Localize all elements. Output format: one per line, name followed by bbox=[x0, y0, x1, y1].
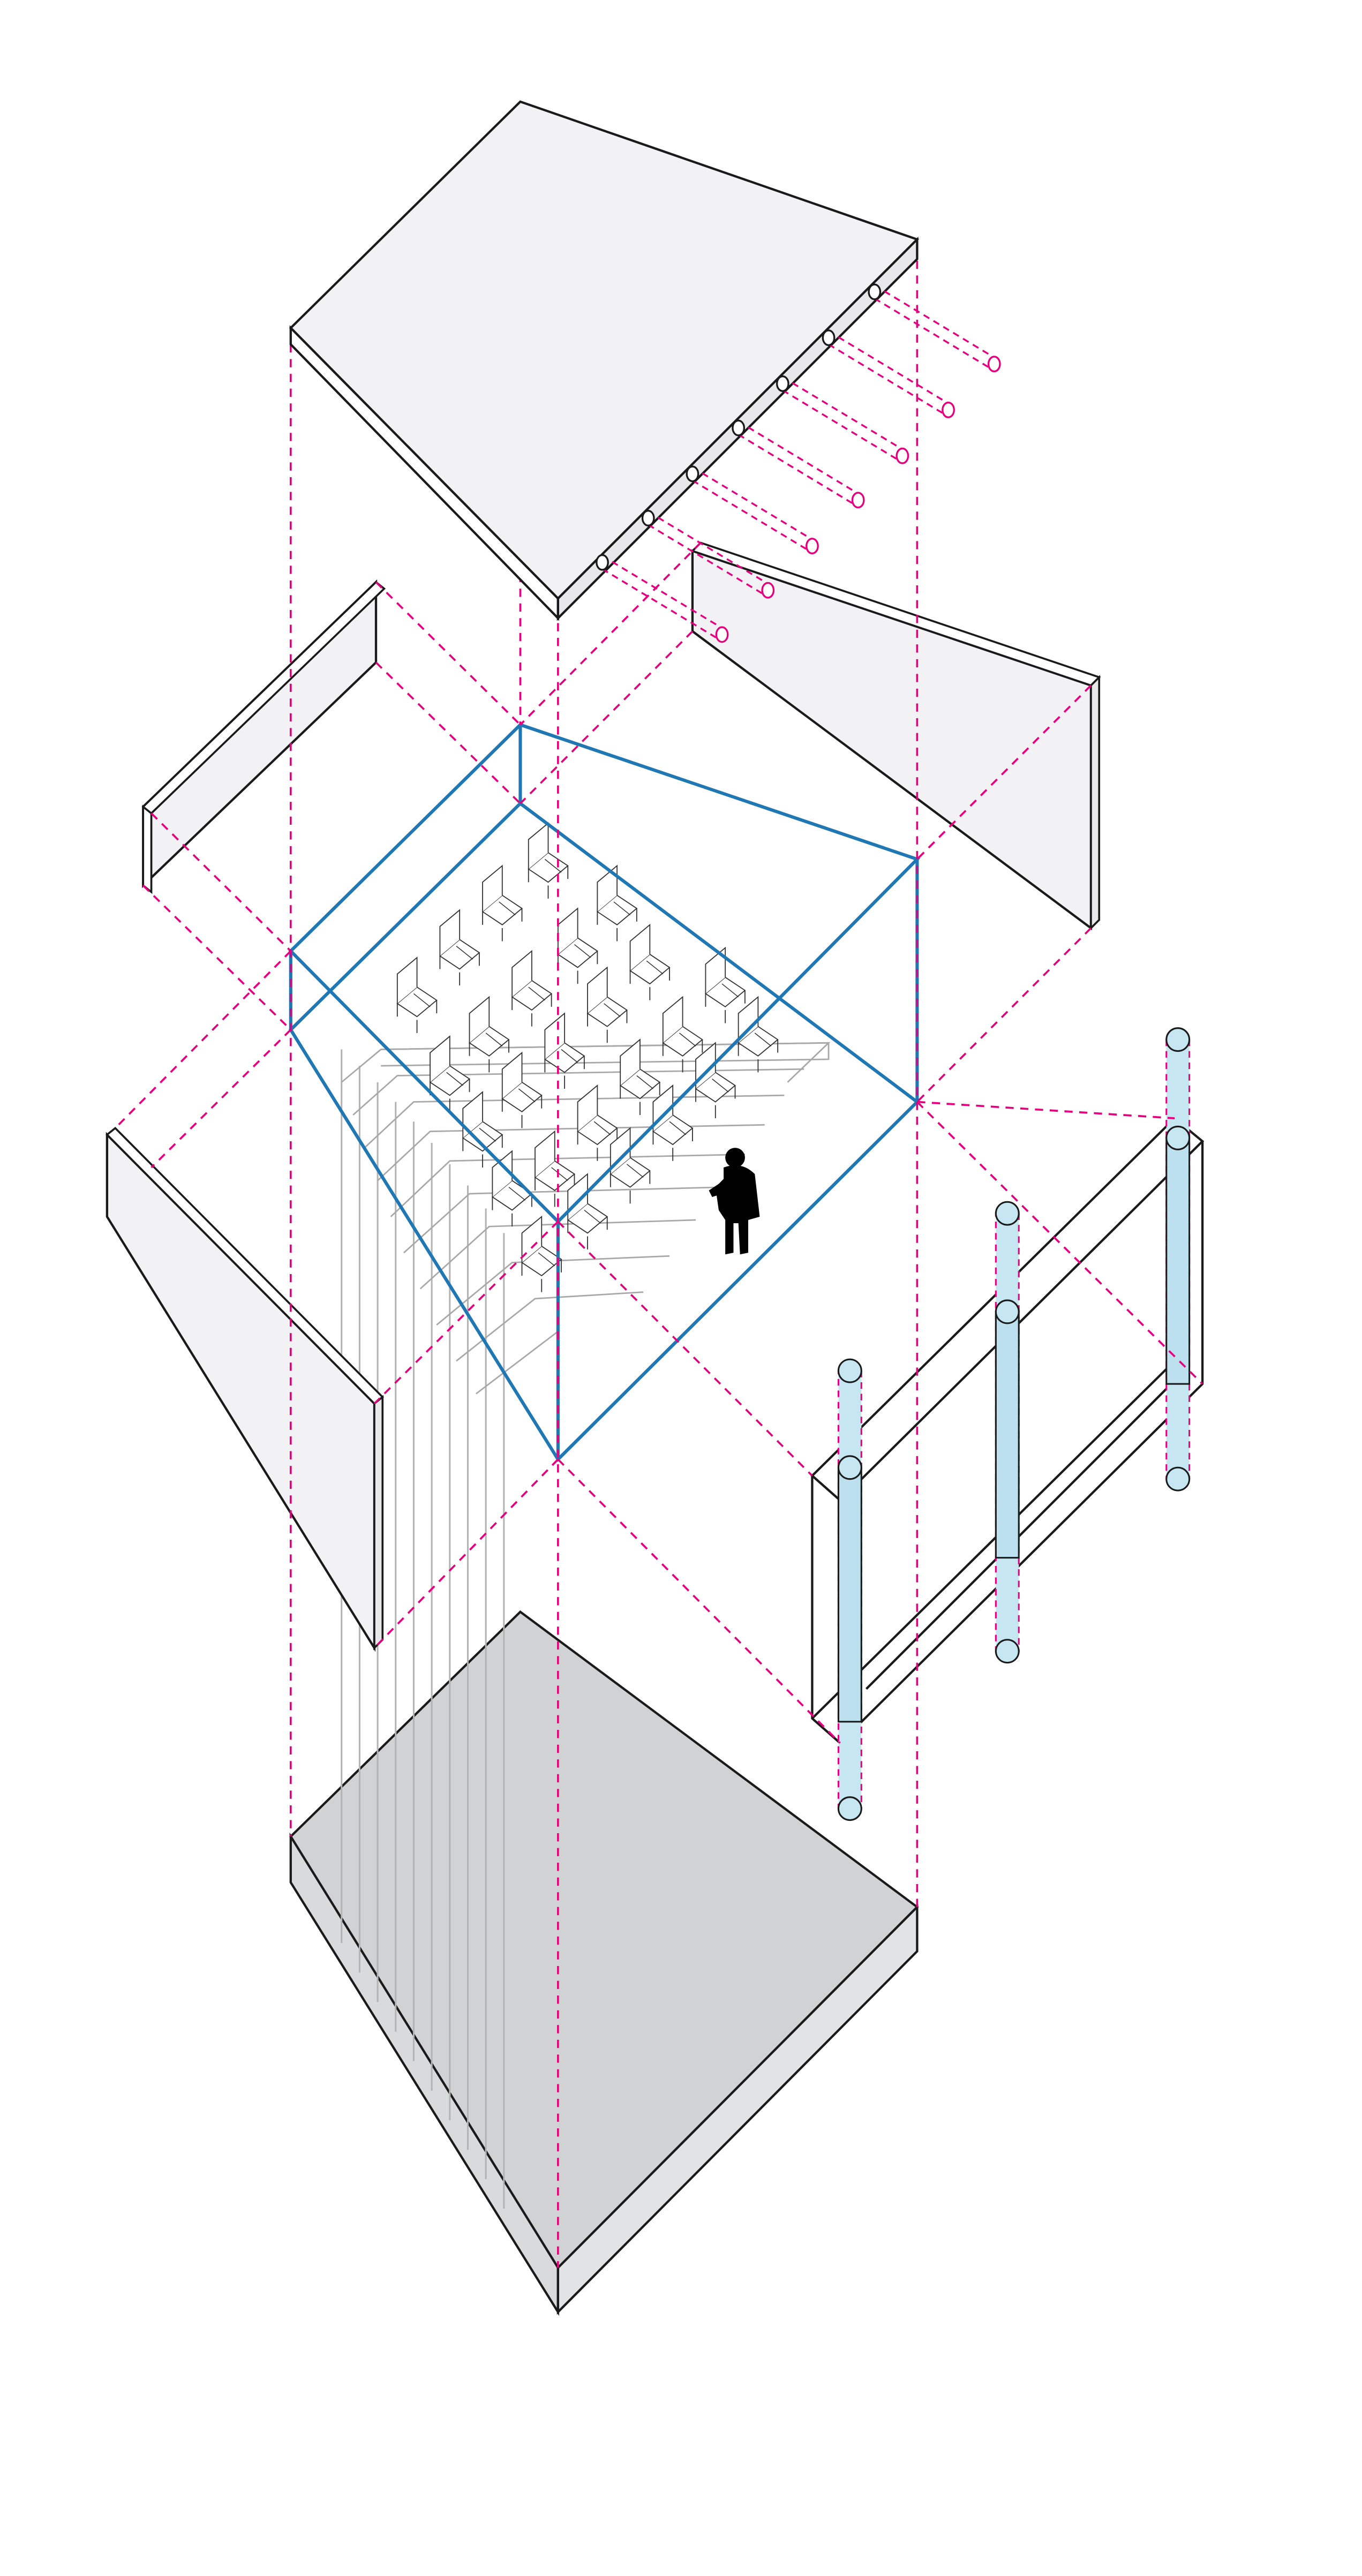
roof-beams bbox=[596, 283, 1001, 643]
roof-beam-5 bbox=[686, 465, 819, 555]
column-3 bbox=[1165, 1027, 1191, 1492]
louvers bbox=[341, 1049, 505, 2209]
roof-beam-4 bbox=[732, 419, 865, 509]
standing-figure bbox=[709, 1148, 760, 1255]
roof-beam-3 bbox=[776, 375, 909, 464]
right-upper-wall bbox=[690, 541, 1101, 931]
column-2 bbox=[995, 1201, 1020, 1664]
column-1 bbox=[837, 1358, 862, 1821]
roof-beam-6 bbox=[641, 510, 775, 599]
left-upper-wall bbox=[141, 579, 386, 894]
room-volume bbox=[288, 722, 921, 1462]
roof-beam-1 bbox=[868, 283, 1001, 373]
columns bbox=[837, 1027, 1191, 1821]
roof-beam-2 bbox=[822, 329, 955, 418]
roof-beam-7 bbox=[596, 554, 729, 643]
floor-slab bbox=[289, 1610, 919, 2316]
roof-slab bbox=[289, 100, 920, 621]
